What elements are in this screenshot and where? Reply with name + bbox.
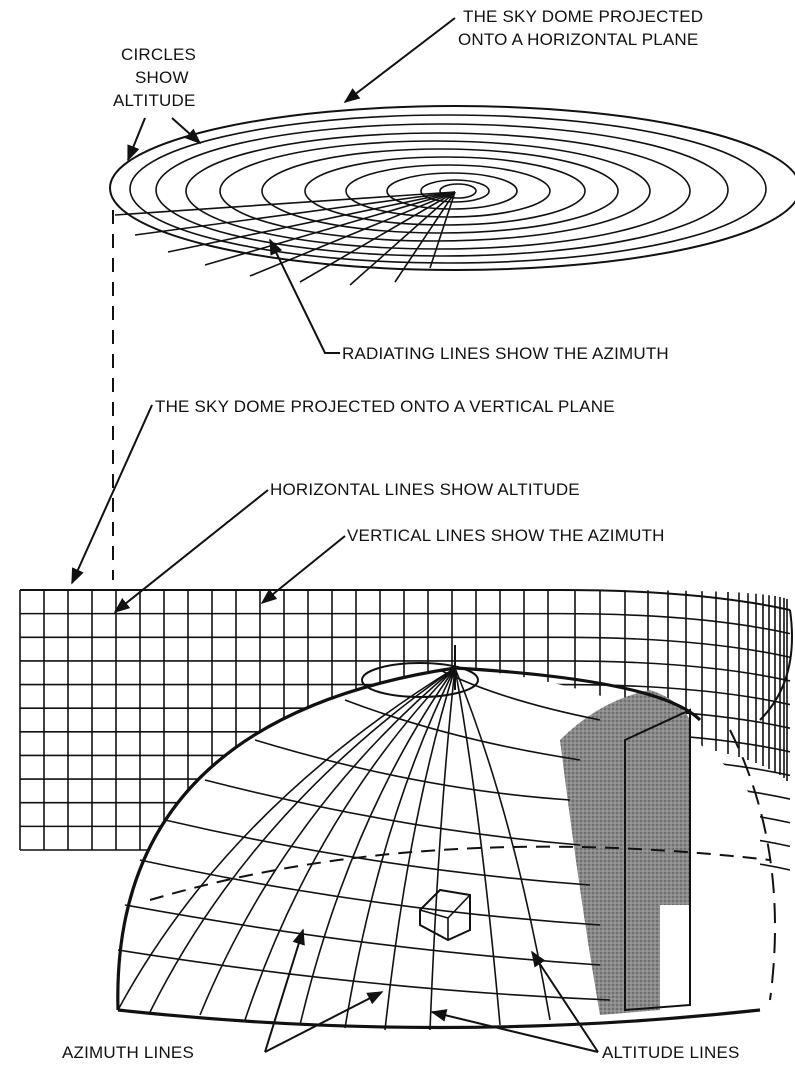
horizontal-lines-label: HORIZONTAL LINES SHOW ALTITUDE: [270, 480, 580, 499]
azimuth-meridian: [429, 667, 456, 1031]
azimuth-radial-line: [429, 191, 456, 269]
altitude-circle: [261, 148, 619, 234]
vertical-plane-label: THE SKY DOME PROJECTED ONTO A VERTICAL P…: [155, 397, 615, 416]
horizontal-projection: [109, 105, 795, 286]
altitude-circle: [439, 183, 477, 199]
altitude-circle: [129, 114, 767, 264]
hidden-dome-edge: [729, 729, 776, 1001]
azimuth-meridian: [149, 667, 456, 1013]
azimuth-radial-line: [249, 191, 456, 277]
azimuth-radial-line: [349, 191, 456, 286]
leader-lines: [71, 17, 599, 1053]
altitude-band: [139, 859, 601, 926]
building-icon: [419, 888, 471, 942]
cylinder-edge: [759, 609, 793, 721]
altitude-circle: [345, 164, 551, 218]
radiating-lines-label: RADIATING LINES SHOW THE AZIMUTH: [342, 344, 669, 363]
azimuth-meridian: [344, 667, 456, 1029]
azimuth-radial-line: [299, 191, 456, 283]
azimuth-radial-line: [167, 191, 456, 253]
altitude-band: [344, 699, 581, 761]
dome-base: [117, 1008, 761, 1030]
circles-label-line1: CIRCLES: [121, 45, 197, 64]
azimuth-meridian: [244, 667, 456, 1021]
altitude-band: [117, 949, 611, 1001]
altitude-band: [164, 819, 591, 886]
altitude-circle: [304, 156, 586, 226]
horizontal-altitude-line: [20, 636, 791, 659]
horizontal-altitude-line: [20, 660, 791, 682]
cutout-window: [624, 708, 691, 1012]
sky-dome: [116, 645, 776, 1033]
hidden-horizon: [149, 845, 771, 901]
altitude-circle: [109, 105, 795, 271]
altitude-circle: [420, 179, 490, 203]
dome-cap: [361, 662, 479, 698]
vertical-lines-label: VERTICAL LINES SHOW THE AZIMUTH: [347, 526, 665, 545]
azimuth-lines-label: AZIMUTH LINES: [62, 1043, 195, 1062]
azimuth-meridian: [384, 667, 456, 1031]
horizontal-altitude-line: [20, 612, 791, 635]
altitude-lines-label: ALTITUDE LINES: [602, 1043, 740, 1062]
building-edge: [419, 894, 471, 940]
altitude-circle: [185, 132, 691, 250]
altitude-circle: [219, 140, 651, 242]
dome-outline: [116, 666, 702, 1011]
altitude-band: [254, 739, 571, 801]
altitude-band: [204, 779, 581, 846]
horizontal-altitude-line: [20, 683, 791, 706]
azimuth-radial-line: [114, 191, 456, 216]
horizontal-plane-label-line1: THE SKY DOME PROJECTED: [463, 7, 704, 26]
azimuth-radial-line: [394, 191, 456, 283]
altitude-circle: [155, 123, 729, 257]
azimuth-meridian: [199, 667, 456, 1016]
azimuth-meridian: [299, 667, 456, 1026]
azimuth-radial-line: [204, 191, 456, 266]
horizontal-plane-label-line2: ONTO A HORIZONTAL PLANE: [458, 30, 699, 49]
azimuth-meridian: [454, 667, 501, 1026]
altitude-circle: [386, 172, 518, 210]
azimuth-radial-line: [134, 191, 456, 236]
circles-label-line2: SHOW: [135, 68, 189, 87]
circles-label-line3: ALTITUDE: [113, 91, 196, 110]
horizontal-altitude-line: [20, 589, 791, 611]
azimuth-meridian: [117, 667, 456, 1011]
